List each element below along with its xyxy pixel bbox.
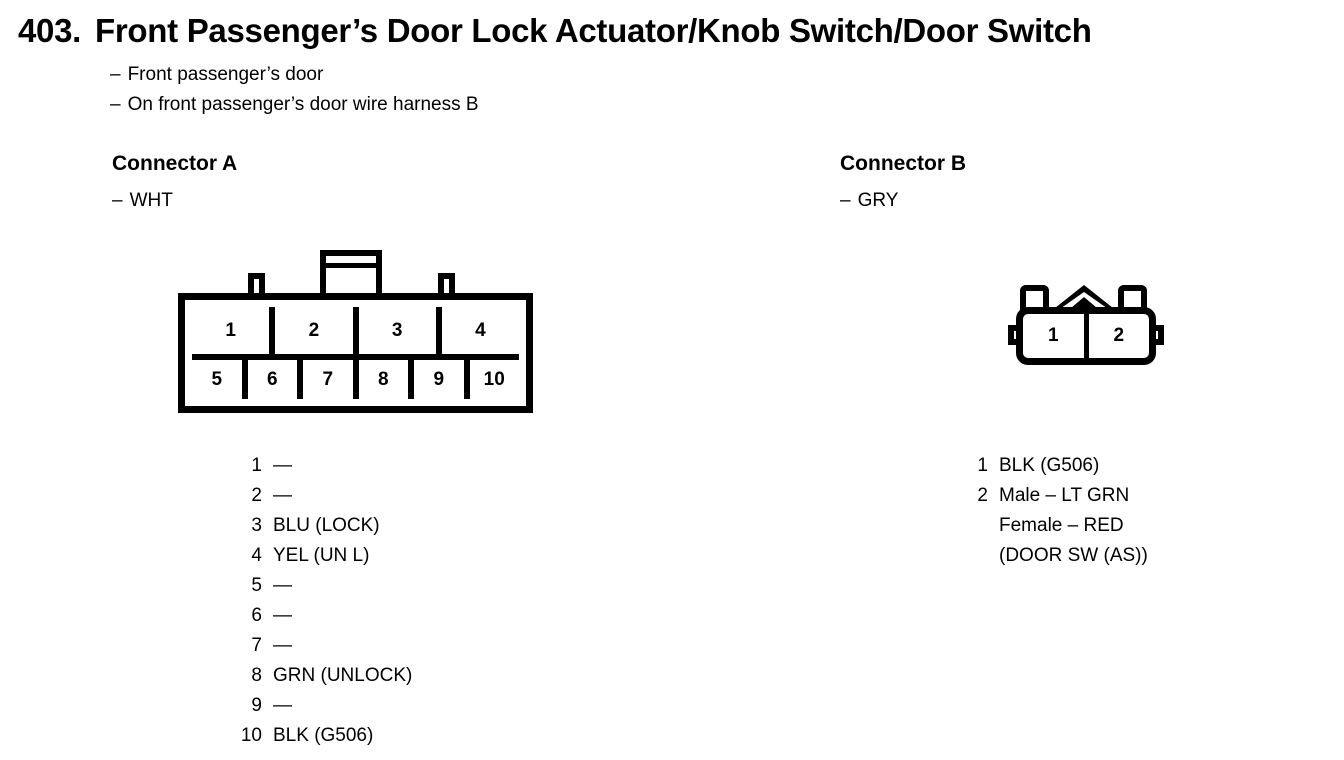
connector-a-pin-cell: 6 — [248, 360, 303, 399]
pin-value: — — [273, 605, 292, 626]
pin-number: 1 — [977, 455, 988, 476]
subtitle-line-1-text: Front passenger’s door — [127, 64, 324, 85]
pin-value: — — [273, 695, 292, 716]
pin-number: 10 — [240, 725, 262, 746]
connector-a-color-line: –WHT — [112, 190, 173, 212]
connector-b-pin-cell: 1 — [1023, 314, 1089, 358]
page-title-text: Front Passenger’s Door Lock Actuator/Kno… — [95, 12, 1092, 49]
connector-a-housing: 1 2 3 4 5 6 7 8 9 10 — [178, 293, 533, 413]
pin-row: 3 BLU (LOCK) — [228, 515, 412, 545]
pin-value: BLK (G506) — [999, 455, 1100, 476]
pin-number: 9 — [251, 695, 262, 716]
connector-b-housing: 1 2 — [1016, 307, 1156, 365]
pin-value: GRN (UNLOCK) — [273, 665, 413, 686]
pin-number: 1 — [251, 455, 262, 476]
pin-value: BLK (G506) — [273, 725, 374, 746]
connector-a-pin-cell: 8 — [359, 360, 414, 399]
dash-marker: – — [110, 94, 121, 115]
page-title-number: 403. — [18, 12, 82, 49]
pin-number: 6 — [251, 605, 262, 626]
connector-b-pin-cell: 2 — [1113, 325, 1125, 346]
pin-value: Female – RED — [999, 515, 1124, 536]
dash-marker: – — [112, 190, 123, 211]
pin-row: 5 — — [228, 575, 412, 605]
connector-a-color: WHT — [129, 190, 173, 211]
pin-row: 6 — — [228, 605, 412, 635]
connector-a-top-row: 1 2 3 4 — [192, 307, 519, 360]
connector-a-pin-cell: 3 — [358, 307, 442, 360]
pin-row: 7 — — [228, 635, 412, 665]
connector-a-bottom-row: 5 6 7 8 9 10 — [192, 360, 519, 399]
connector-b-color-line: –GRY — [840, 190, 898, 212]
pin-value: — — [273, 485, 292, 506]
connector-a-left-latch-tab — [248, 273, 265, 298]
pin-value: — — [273, 635, 292, 656]
pin-row: 8 GRN (UNLOCK) — [228, 665, 412, 695]
pin-row: 9 — — [228, 695, 412, 725]
connector-b-pin-list: 1 BLK (G506) 2 Male – LT GRN Female – RE… — [954, 455, 1148, 575]
subtitle-line-2: –On front passenger’s door wire harness … — [110, 94, 479, 116]
connector-a-center-latch-tab — [320, 250, 382, 298]
pin-number: 7 — [251, 635, 262, 656]
pin-number: 8 — [251, 665, 262, 686]
connector-b-heading: Connector B — [840, 152, 966, 175]
connector-a-pin-cell: 4 — [441, 307, 519, 360]
pin-number: 4 — [251, 545, 262, 566]
pin-number: 2 — [251, 485, 262, 506]
connector-b-left-latch-tab — [1020, 285, 1049, 311]
pin-row: 2 — — [228, 485, 412, 515]
pin-value: — — [273, 455, 292, 476]
pin-number: 5 — [251, 575, 262, 596]
pin-number: 2 — [977, 485, 988, 506]
connector-b-right-latch-tab — [1118, 285, 1147, 311]
pin-value: BLU (LOCK) — [273, 515, 380, 536]
dash-marker: – — [110, 64, 121, 85]
pin-row: 10 BLK (G506) — [228, 725, 412, 755]
connector-b-color: GRY — [857, 190, 899, 211]
connector-a-pin-list: 1 — 2 — 3 BLU (LOCK) 4 YEL (UN L) 5 — 6 … — [228, 455, 412, 755]
connector-a-pin-cell: 10 — [483, 368, 505, 390]
pin-value: — — [273, 575, 292, 596]
pin-value: (DOOR SW (AS)) — [999, 545, 1148, 566]
connector-a-right-latch-tab — [438, 273, 455, 298]
pin-row: 4 YEL (UN L) — [228, 545, 412, 575]
connector-b-peak-ridge — [1053, 284, 1115, 311]
connector-a-diagram: 1 2 3 4 5 6 7 8 9 10 — [170, 240, 550, 425]
pin-row: 1 BLK (G506) — [954, 455, 1148, 485]
dash-marker: – — [840, 190, 851, 211]
pin-number: 3 — [251, 515, 262, 536]
connector-a-pin-cell: 1 — [192, 307, 276, 360]
pin-value: Male – LT GRN — [999, 485, 1130, 506]
pin-value: YEL (UN L) — [273, 545, 370, 566]
connector-b-diagram: 1 2 — [1008, 283, 1173, 383]
pin-row: 1 — — [228, 455, 412, 485]
pin-row-continuation: Female – RED — [954, 515, 1148, 545]
connector-a-pin-cell: 2 — [275, 307, 359, 360]
subtitle-line-2-text: On front passenger’s door wire harness B — [127, 94, 479, 115]
connector-a-pin-cell: 5 — [192, 360, 248, 399]
pin-row-continuation: (DOOR SW (AS)) — [954, 545, 1148, 575]
pin-row: 2 Male – LT GRN — [954, 485, 1148, 515]
connector-a-pin-cell: 9 — [414, 360, 470, 399]
subtitle-line-1: –Front passenger’s door — [110, 64, 323, 86]
connector-a-pin-cell: 7 — [303, 360, 359, 399]
page-title: 403. Front Passenger’s Door Lock Actuator… — [18, 12, 1092, 50]
connector-a-heading: Connector A — [112, 152, 238, 175]
